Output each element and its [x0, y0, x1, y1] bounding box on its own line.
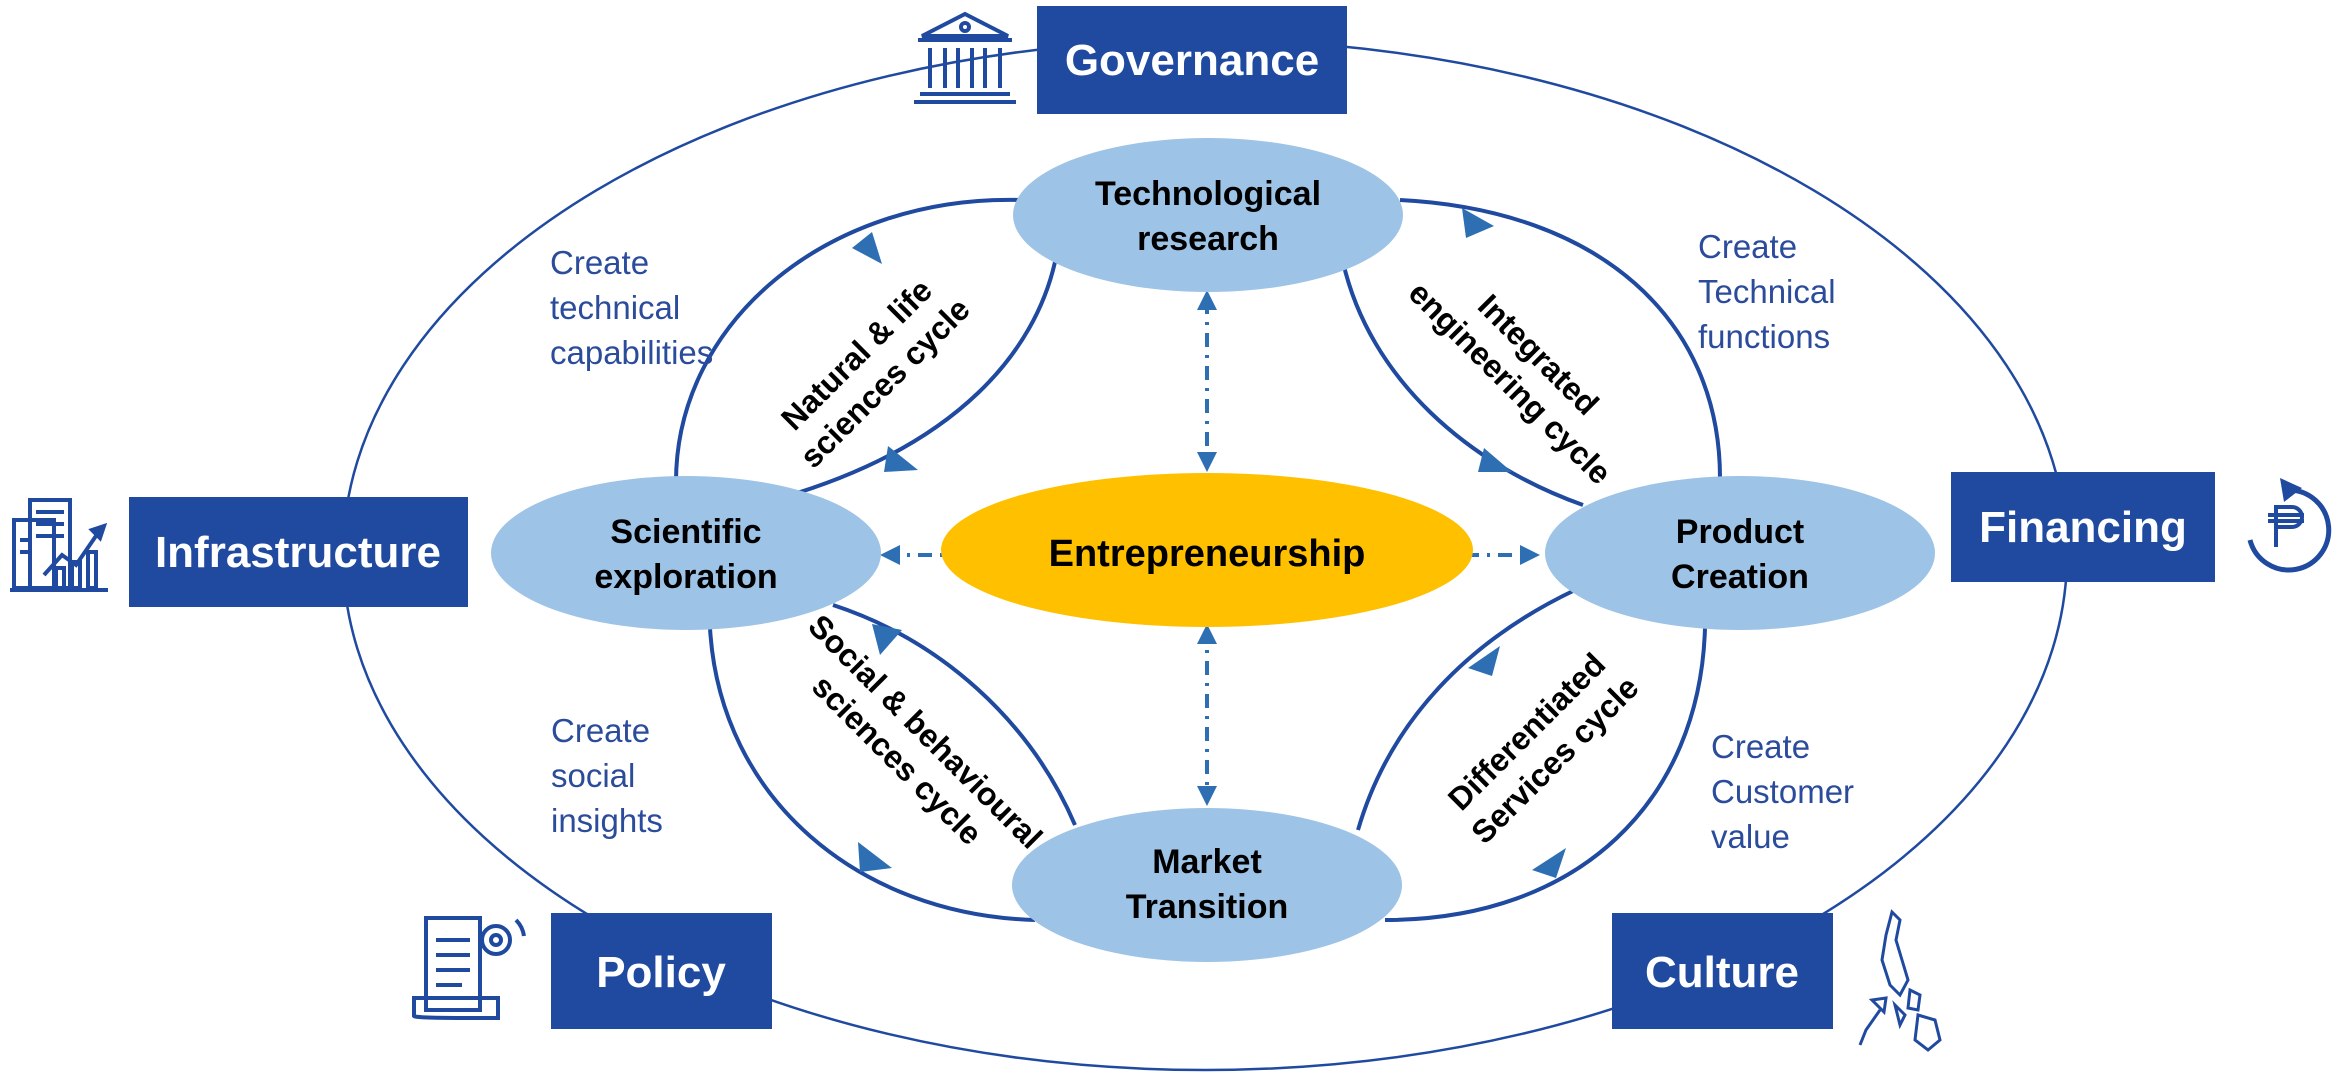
peso-cycle-icon	[2247, 478, 2332, 573]
arrowhead-top-down	[1197, 452, 1217, 472]
arrowhead-bottom-down	[1197, 786, 1217, 806]
social-cycle-line-1: Social & behavioural	[801, 608, 1049, 856]
infrastructure-rect	[129, 497, 468, 607]
differentiated-outer-arc	[1384, 627, 1707, 922]
arrowhead-integrated-up	[1462, 208, 1494, 238]
cycle-arrowheads	[852, 208, 1566, 878]
node-entrepreneurship: Entrepreneurship	[941, 473, 1473, 627]
market-transition-line-2: Transition	[1126, 888, 1288, 926]
note-tech-capabilities-line-3: capabilities	[550, 334, 713, 371]
culture-label: Culture	[1645, 948, 1799, 997]
arrowhead-natural-up	[852, 232, 882, 264]
social-outer-arc	[708, 627, 1036, 922]
integrated-cycle-label: Integratedengineering cycle	[1402, 246, 1647, 491]
differentiated-cycle-label: DifferentiatedServices cycle	[1436, 641, 1646, 851]
tech-research-line-2: research	[1137, 220, 1279, 258]
natural-outer-arc	[674, 197, 1021, 483]
arrowhead-differentiated-down	[1532, 848, 1566, 878]
arrowhead-social-up	[872, 624, 902, 655]
integrated-inner-arc	[1341, 261, 1584, 507]
infrastructure-label: Infrastructure	[155, 528, 441, 577]
arrowhead-left-left	[880, 545, 900, 565]
product-creation-ellipse	[1545, 476, 1935, 630]
entrepreneurship-ellipse	[941, 473, 1473, 627]
box-policy: Policy	[551, 913, 772, 1029]
entrepreneurship-label: Entrepreneurship	[1049, 533, 1366, 575]
product-creation-line-2: Creation	[1671, 558, 1809, 596]
node-tech-research: Technological research	[1013, 138, 1403, 292]
financing-rect	[1951, 472, 2215, 582]
note-tech-functions-line-3: functions	[1698, 318, 1830, 355]
culture-rect	[1612, 913, 1833, 1029]
arrowhead-bottom-up	[1197, 624, 1217, 644]
box-governance: Governance	[1037, 6, 1347, 114]
market-transition-line-1: Market	[1152, 843, 1262, 881]
tech-research-line-1: Technological	[1095, 175, 1321, 213]
arrowhead-integrated-down	[1478, 448, 1512, 472]
product-creation-line-1: Product	[1676, 513, 1804, 551]
natural-cycle-label: Natural & lifesciences cycle	[765, 263, 977, 475]
note-social-insights-line-1: Create	[551, 712, 650, 749]
cycle-arcs	[674, 197, 1722, 922]
arrowhead-differentiated-up	[1468, 646, 1500, 676]
note-tech-capabilities: Create technical capabilities	[550, 244, 713, 371]
note-customer-value-line-2: Customer	[1711, 773, 1854, 810]
box-culture: Culture	[1612, 913, 1833, 1029]
bank-icon	[914, 11, 1016, 104]
policy-rect	[551, 913, 772, 1029]
note-tech-capabilities-line-1: Create	[550, 244, 649, 281]
arrowhead-natural-down	[884, 446, 918, 472]
box-infrastructure: Infrastructure	[129, 497, 468, 607]
governance-label: Governance	[1065, 36, 1319, 85]
arrowhead-right-right	[1520, 545, 1540, 565]
policy-label: Policy	[596, 948, 726, 997]
note-social-insights-line-2: social	[551, 757, 635, 794]
financing-label: Financing	[1979, 503, 2187, 552]
market-transition-ellipse	[1012, 808, 1402, 962]
governance-rect	[1037, 6, 1347, 114]
note-tech-functions-line-2: Technical	[1698, 273, 1836, 310]
note-customer-value-line-3: value	[1711, 818, 1790, 855]
city-growth-icon	[10, 498, 108, 592]
dashed-connectors	[885, 300, 1535, 800]
note-customer-value-line-1: Create	[1711, 728, 1810, 765]
arrowhead-top-up	[1197, 290, 1217, 310]
social-inner-arc	[832, 603, 1077, 826]
note-tech-capabilities-line-2: technical	[550, 289, 680, 326]
box-financing: Financing	[1951, 472, 2215, 582]
integrated-outer-arc	[1399, 198, 1722, 479]
note-tech-functions-line-1: Create	[1698, 228, 1797, 265]
note-social-insights: Create social insights	[551, 712, 663, 839]
philippines-map-icon	[1858, 909, 1942, 1052]
sci-exploration-line-1: Scientific	[610, 513, 761, 551]
node-scientific-exploration: Scientific exploration	[491, 476, 881, 630]
sci-exploration-ellipse	[491, 476, 881, 630]
arrowhead-social-down	[858, 842, 892, 872]
differentiated-inner-arc	[1356, 588, 1576, 831]
policy-document-icon	[412, 916, 526, 1020]
natural-inner-arc	[783, 261, 1057, 499]
sci-exploration-line-2: exploration	[594, 558, 777, 596]
note-social-insights-line-3: insights	[551, 802, 663, 839]
tech-research-ellipse	[1013, 138, 1403, 292]
